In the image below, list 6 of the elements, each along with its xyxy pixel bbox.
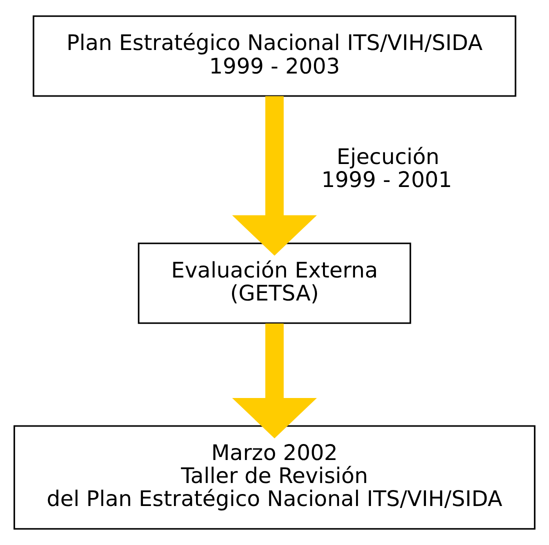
edge-label: Ejecución 1999 - 2001 (321, 144, 452, 193)
node-box: Plan Estratégico Nacional ITS/VIH/SIDA 1999 - 2003 (32, 15, 516, 97)
node-box: Marzo 2002 Taller de Revisión del Plan Estratégico Nacional ITS/VIH/SIDA (14, 425, 536, 530)
arrow (232, 323, 317, 438)
node-box: Evaluación Externa (GETSA) (138, 242, 412, 324)
arrow (232, 96, 317, 256)
